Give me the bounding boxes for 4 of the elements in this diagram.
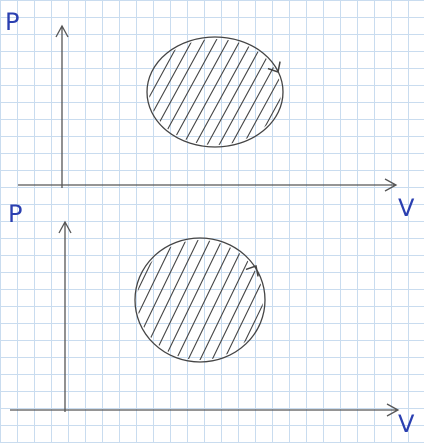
axis-label: P [5, 10, 20, 34]
axis-label: P [8, 202, 22, 226]
axis-label: V [398, 196, 414, 220]
axis-label: V [398, 412, 414, 436]
